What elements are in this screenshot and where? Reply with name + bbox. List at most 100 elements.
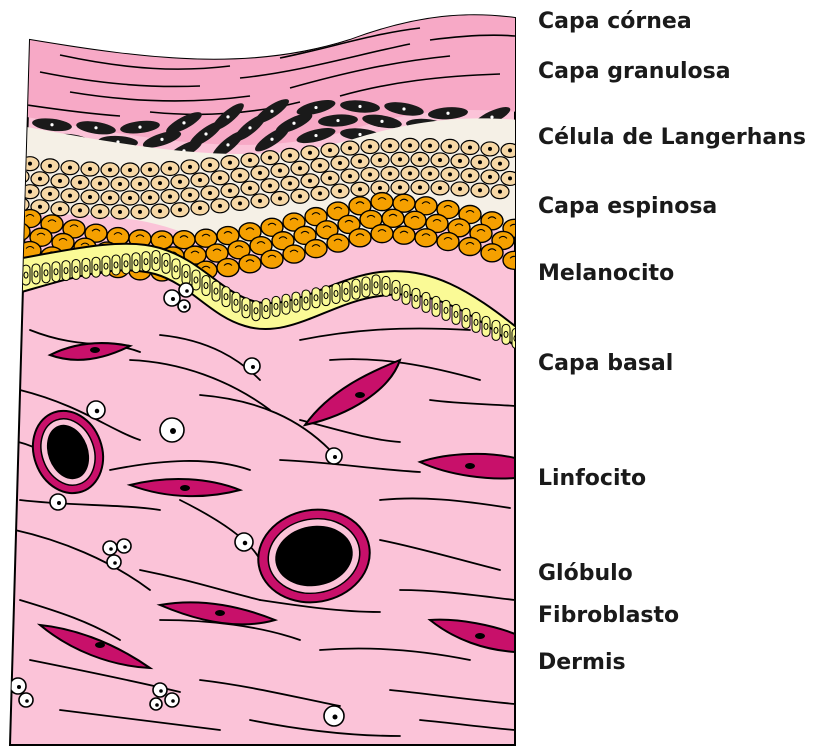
basal-cell <box>232 292 240 312</box>
melanocyte-cell <box>19 210 41 228</box>
granular-cell-nucleus <box>336 119 339 122</box>
basal-cell <box>322 286 330 306</box>
melanocyte-cell <box>503 251 525 269</box>
label-melanocito: Melanocito <box>538 263 674 285</box>
spinous-cell <box>1 182 19 196</box>
granular-cell-nucleus <box>204 132 207 135</box>
melanocyte-cell <box>415 229 437 247</box>
basal-cell <box>62 261 70 281</box>
granular-cell-nucleus <box>358 105 361 108</box>
basal-cell <box>372 275 380 295</box>
basal-cell <box>402 284 410 304</box>
basal-cell <box>12 266 20 286</box>
basal-cell <box>472 312 480 332</box>
basal-cell <box>252 301 260 321</box>
basal-cell <box>222 287 230 307</box>
basal-cell <box>32 264 40 284</box>
basal-cell <box>502 324 510 344</box>
label-capa-cornea: Capa córnea <box>538 11 692 33</box>
basal-cell <box>332 283 340 303</box>
melanocyte-cell <box>349 229 371 247</box>
basal-cell <box>492 320 500 340</box>
granular-cell-nucleus <box>6 118 9 121</box>
basal-cell <box>452 304 460 324</box>
granular-cell-nucleus <box>50 123 53 126</box>
melanocyte-cell <box>0 236 19 254</box>
basal-cell <box>172 259 180 279</box>
basal-cell <box>82 258 90 278</box>
granular-cell-nucleus <box>248 126 251 129</box>
melanocyte-cell <box>393 226 415 244</box>
label-capa-granulosa: Capa granulosa <box>538 61 731 83</box>
granular-cell <box>0 109 29 128</box>
basal-cell <box>92 257 100 277</box>
label-linfocito: Linfocito <box>538 468 646 490</box>
melanocyte-cell <box>327 234 349 252</box>
spinous-cell <box>1 154 19 168</box>
granular-cell-nucleus <box>358 133 361 136</box>
melanocyte-cell <box>283 245 305 263</box>
basal-cell <box>312 288 320 308</box>
melanocyte-cell <box>8 223 30 241</box>
granular-cell-nucleus <box>160 138 163 141</box>
basal-cell <box>242 298 250 318</box>
granular-cell-nucleus <box>226 115 229 118</box>
melanocyte-cell <box>371 225 393 243</box>
basal-cell <box>182 264 190 284</box>
spinous-cell <box>11 169 29 183</box>
basal-cell <box>442 300 450 320</box>
basal-cell <box>142 252 150 272</box>
melanocyte-cell <box>437 233 459 251</box>
basal-cell <box>382 276 390 296</box>
basal-cell <box>292 292 300 312</box>
melanocyte-cell <box>239 255 261 273</box>
granular-cell-nucleus <box>94 126 97 129</box>
granular-cell-nucleus <box>490 116 493 119</box>
label-globulo: Glóbulo <box>538 563 633 585</box>
granular-cell-nucleus <box>292 122 295 125</box>
label-celula-de-langerhans: Célula de Langerhans <box>538 127 806 149</box>
basal-cell <box>412 288 420 308</box>
basal-cell <box>152 250 160 270</box>
melanocyte-cell <box>261 250 283 268</box>
basal-cell <box>392 280 400 300</box>
basal-cell <box>162 253 170 273</box>
basal-cell <box>282 294 290 314</box>
basal-cell <box>202 276 210 296</box>
basal-cell <box>52 262 60 282</box>
basal-cell <box>102 256 110 276</box>
granular-cell-nucleus <box>270 110 273 113</box>
granular-cell-nucleus <box>402 107 405 110</box>
granular-cell <box>0 137 29 156</box>
basal-cell <box>72 259 80 279</box>
label-capa-basal: Capa basal <box>538 353 673 375</box>
basal-cell <box>432 296 440 316</box>
melanocyte-cell <box>305 240 327 258</box>
melanocyte-cell <box>459 238 481 256</box>
basal-cell <box>2 267 10 287</box>
basal-cell <box>342 281 350 301</box>
basal-cell <box>262 299 270 319</box>
melanocyte-cell <box>217 259 239 277</box>
basal-cell <box>112 255 120 275</box>
basal-cell <box>272 296 280 316</box>
granular-cell-nucleus <box>138 125 141 128</box>
basal-cell <box>362 277 370 297</box>
melanocyte-cell <box>0 204 19 222</box>
basal-cell <box>462 308 470 328</box>
label-capa-espinosa: Capa espinosa <box>538 196 717 218</box>
granular-cell-nucleus <box>314 106 317 109</box>
granular-cell-nucleus <box>6 146 9 149</box>
basal-cell <box>122 254 130 274</box>
granular-cell-nucleus <box>226 143 229 146</box>
basal-cell <box>302 290 310 310</box>
granular-cell-nucleus <box>314 134 317 137</box>
basal-cell <box>132 253 140 273</box>
granular-cell-nucleus <box>182 121 185 124</box>
basal-cell <box>482 316 490 336</box>
granular-cell-nucleus <box>446 112 449 115</box>
melanocyte-cell <box>481 244 503 262</box>
label-fibroblasto: Fibroblasto <box>538 605 679 627</box>
label-dermis: Dermis <box>538 652 626 674</box>
